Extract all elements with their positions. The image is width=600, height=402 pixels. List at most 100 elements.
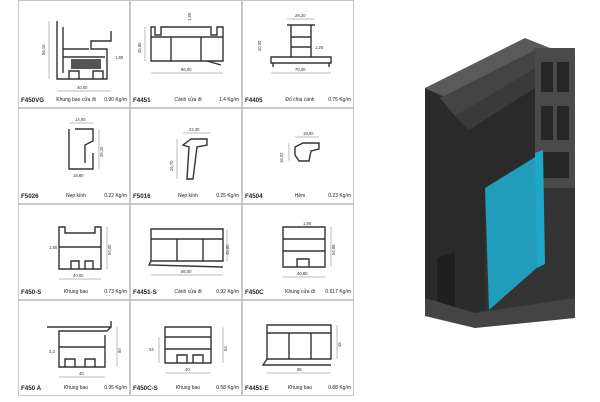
profile-weight: 1.4 Kg/m [218, 97, 239, 103]
profile-catalog-grid: 56,10 1,80 40,00 F450VG Khung bao cửa đi… [18, 0, 358, 396]
profile-cell: 1,80 54,88 40,80 F450C Khung cửa đi 0.61… [242, 204, 354, 300]
svg-text:40,00: 40,00 [73, 273, 84, 278]
profile-weight: 0.25 Kg/m [216, 193, 239, 199]
profile-caption: F450-S Khung bao 0.73 Kg/m [21, 288, 127, 297]
profile-weight: 0.92 Kg/m [216, 289, 239, 295]
profile-caption: F5026 Nẹp kính 0.22 Kg/m [21, 192, 127, 201]
profile-cell: 1,80 50,00 40,00 F450-S Khung bao 0.73 K… [18, 204, 130, 300]
profile-caption: F4451 Cánh cửa đi 1.4 Kg/m [133, 96, 239, 105]
door-frame-3d-render [425, 38, 575, 328]
profile-weight: 0.23 Kg/m [328, 193, 351, 199]
profile-caption: F4405 Đố chia cánh 0.75 Kg/m [245, 96, 351, 105]
svg-text:50,00: 50,00 [107, 244, 112, 255]
profile-name: Khung bao [287, 385, 313, 391]
svg-text:34: 34 [149, 347, 154, 352]
svg-text:56,10: 56,10 [41, 44, 46, 55]
profile-drawing: 1,80 50,00 40,00 [49, 226, 112, 280]
profile-weight: 0.58 Kg/m [216, 385, 239, 391]
profile-code: F450C [245, 289, 264, 296]
svg-text:1,80: 1,80 [115, 55, 124, 60]
profile-code: F450C-S [133, 385, 158, 392]
profile-cell: 26,20 40,00 1,20 70,00 F4405 Đố chia cán… [242, 0, 354, 108]
profile-cell: 56,10 1,80 40,00 F450VG Khung bao cửa đi… [18, 0, 130, 108]
svg-text:40,00: 40,00 [77, 85, 88, 90]
profile-cell: 45 86 F4451-E Khung bao 0.88 Kg/m [242, 300, 354, 396]
profile-name: Khung bao [63, 385, 89, 391]
svg-text:1,80: 1,80 [303, 221, 312, 226]
svg-text:45: 45 [337, 342, 342, 347]
profile-weight: 0.90 Kg/m [104, 97, 127, 103]
profile-caption: F450 A Khung bao 0.95 Kg/m [21, 384, 127, 393]
profile-cell: 45,80 86,00 F4451-S Cánh cửa đi 0.92 Kg/… [130, 204, 242, 300]
profile-cell: 50 3,3 40 F450 A Khung bao 0.95 Kg/m [18, 300, 130, 396]
profile-name: Khung bao [175, 385, 201, 391]
svg-text:45,80: 45,80 [225, 244, 230, 255]
svg-text:1,20: 1,20 [315, 45, 324, 50]
profile-drawing: 50 3,3 40 [47, 321, 122, 378]
profile-weight: 0.73 Kg/m [104, 289, 127, 295]
profile-caption: F4504 Hèm 0.23 Kg/m [245, 192, 351, 201]
profile-name: Nẹp kính [177, 193, 198, 199]
profile-code: F5026 [21, 193, 39, 200]
profile-name: Cánh cửa đi [174, 289, 202, 295]
profile-name: Đố chia cánh [285, 97, 315, 103]
profile-name: Nẹp kính [65, 193, 86, 199]
profile-weight: 0.22 Kg/m [104, 193, 127, 199]
profile-name: Khung bao [63, 289, 89, 295]
profile-name: Khung bao cửa đi [56, 97, 96, 103]
svg-text:50: 50 [117, 348, 122, 353]
profile-code: F4451-S [133, 289, 157, 296]
profile-caption: F450C-S Khung bao 0.58 Kg/m [133, 384, 239, 393]
profile-drawing: 45,80 86,00 [147, 228, 230, 276]
profile-weight: 0.75 Kg/m [328, 97, 351, 103]
profile-cell: 34 54 40 F450C-S Khung bao 0.58 Kg/m [130, 300, 242, 396]
svg-text:40,80: 40,80 [297, 271, 308, 276]
svg-text:86,00: 86,00 [181, 67, 192, 72]
profile-weight: 0.88 Kg/m [328, 385, 351, 391]
profile-drawing: 34 54 40 [149, 326, 228, 374]
profile-weight: 0.617 Kg/m [325, 289, 351, 295]
svg-text:70,00: 70,00 [295, 67, 306, 72]
profile-caption: F450VG Khung bao cửa đi 0.90 Kg/m [21, 96, 127, 105]
svg-text:16,02: 16,02 [279, 152, 284, 163]
svg-text:40: 40 [79, 371, 84, 376]
svg-text:19,00: 19,00 [303, 131, 314, 136]
profile-cell: 22,30 26,70 F5016 Nẹp kính 0.25 Kg/m [130, 108, 242, 204]
svg-text:40: 40 [185, 367, 190, 372]
profile-drawing: 56,10 1,80 40,00 [41, 21, 124, 92]
svg-text:22,30: 22,30 [189, 127, 200, 132]
svg-text:86: 86 [297, 367, 302, 372]
profile-drawing: 26,20 40,00 1,20 70,00 [257, 13, 332, 74]
svg-text:3,3: 3,3 [49, 349, 55, 354]
svg-text:1,80: 1,80 [49, 245, 58, 250]
profile-drawing: 19,00 16,02 [279, 131, 320, 163]
svg-text:54,88: 54,88 [331, 244, 336, 255]
svg-text:15,80: 15,80 [73, 173, 84, 178]
profile-code: F450-S [21, 289, 42, 296]
profile-drawing: 22,30 26,70 [169, 127, 211, 180]
svg-text:45,80: 45,80 [137, 42, 142, 53]
profile-code: F450VG [21, 97, 45, 104]
glass-panel [485, 156, 539, 310]
profile-name: Hèm [294, 193, 306, 199]
profile-code: F4504 [245, 193, 263, 200]
profile-weight: 0.95 Kg/m [104, 385, 127, 391]
svg-text:54: 54 [223, 346, 228, 351]
profile-drawing: 1,80 54,88 40,80 [282, 221, 336, 278]
glass-edge [535, 150, 545, 268]
profile-caption: F4451-E Khung bao 0.88 Kg/m [245, 384, 351, 393]
svg-text:40,00: 40,00 [257, 40, 262, 51]
profile-code: F4405 [245, 97, 263, 104]
profile-caption: F450C Khung cửa đi 0.617 Kg/m [245, 288, 351, 297]
profile-code: F450 A [21, 385, 42, 392]
svg-text:26,70: 26,70 [169, 160, 174, 171]
profile-caption: F5016 Nẹp kính 0.25 Kg/m [133, 192, 239, 201]
profile-drawing: 45 86 [261, 324, 342, 374]
profile-cell: 14,00 26,10 15,80 F5026 Nẹp kính 0.22 Kg… [18, 108, 130, 204]
profile-name: Cánh cửa đi [174, 97, 202, 103]
profile-cell: 19,00 16,02 F4504 Hèm 0.23 Kg/m [242, 108, 354, 204]
profile-code: F4451 [133, 97, 151, 104]
profile-cell: 1,80 45,80 86,00 F4451 Cánh cửa đi 1.4 K… [130, 0, 242, 108]
svg-text:1,80: 1,80 [187, 12, 192, 21]
profile-caption: F4451-S Cánh cửa đi 0.92 Kg/m [133, 288, 239, 297]
